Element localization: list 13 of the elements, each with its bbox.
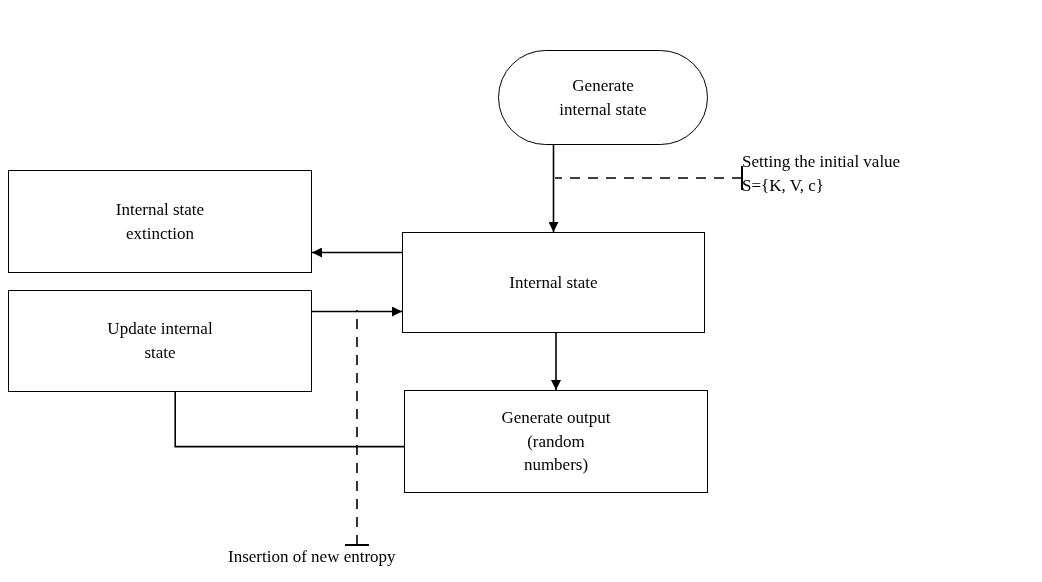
process-box: Internal state extinction [8, 170, 312, 273]
leader-line [344, 309, 370, 546]
annotation-text: Insertion of new entropy [228, 545, 468, 575]
process-box: Update internal state [8, 290, 312, 392]
leader-line [554, 165, 743, 191]
arrow [311, 306, 403, 317]
arrow [551, 332, 561, 391]
arrow [311, 247, 403, 258]
annotation-text: Setting the initial value S={K, V, c} [742, 150, 942, 212]
process-box: Internal state [402, 232, 705, 333]
arrow [548, 144, 559, 233]
terminal-shape: Generate internal state [498, 50, 708, 145]
process-box: Generate output (random numbers) [404, 390, 708, 493]
